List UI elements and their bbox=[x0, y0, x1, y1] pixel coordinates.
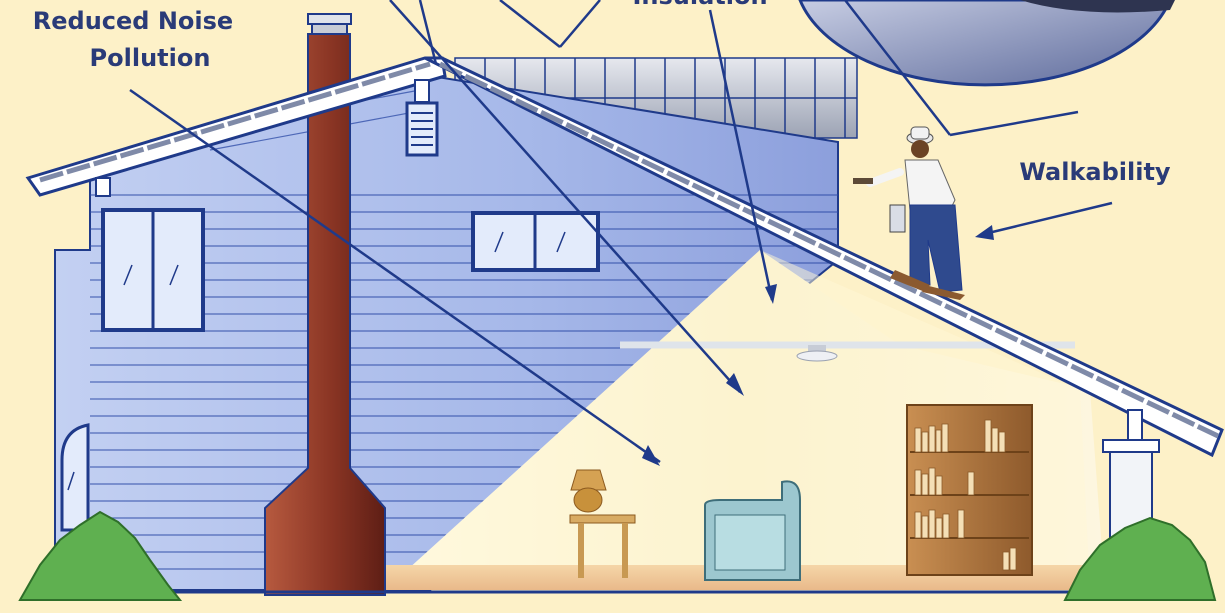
callout-noise-line1: Reduced Noise bbox=[33, 7, 233, 35]
left-window bbox=[103, 210, 203, 330]
bookshelf bbox=[907, 405, 1032, 575]
callout-insulation: Insulation bbox=[632, 0, 767, 10]
callout-noise-line2: Pollution bbox=[90, 44, 211, 72]
attic-vent bbox=[407, 103, 437, 155]
upper-window bbox=[473, 213, 598, 270]
arched-window bbox=[62, 425, 88, 530]
callout-walkability: Walkability bbox=[1019, 158, 1171, 186]
